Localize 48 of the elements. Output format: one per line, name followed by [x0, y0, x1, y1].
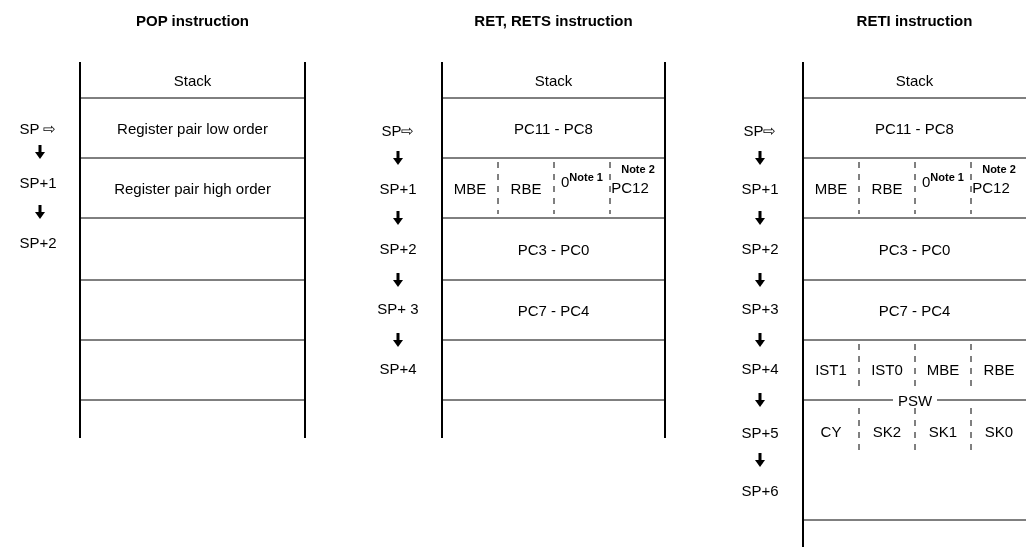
address-label: SP+1 [19, 174, 57, 190]
bit-name: IST0 [871, 361, 903, 377]
bit-name: RBE [510, 180, 542, 196]
column-heading: Stack [173, 72, 212, 88]
address-label: SP+1 [379, 180, 417, 196]
stack-entry: Register pair low order [117, 120, 268, 136]
address-label: SP+4 [741, 360, 779, 376]
stack-entry: PC3 - PC0 [878, 241, 951, 257]
pointer-label: SP⇨ [743, 122, 777, 138]
pointer-label: SP ⇨ [19, 120, 57, 136]
address-label: SP+5 [741, 424, 779, 440]
stack-entry: PC7 - PC4 [878, 302, 951, 318]
bit-name: MBE [926, 361, 960, 377]
bit-name: 0$^{Note 1}$ [922, 171, 964, 189]
bit-name: PC12 [972, 179, 1010, 195]
bit-name: RBE [871, 180, 903, 196]
stack-entry: PC11 - PC8 [514, 120, 593, 136]
bit-name: IST1 [815, 361, 847, 377]
address-label: SP+3 [741, 300, 779, 316]
bit-name: RBE [983, 361, 1015, 377]
bit-name: SK1 [928, 423, 958, 439]
stack-entry: Register pair high order [114, 180, 271, 196]
note-mark: Note 2 [621, 163, 655, 175]
panel-title: RET, RETS instruction [474, 12, 633, 28]
bit-name: 0$^{Note 1}$ [561, 171, 603, 189]
bit-name: SK0 [984, 423, 1014, 439]
note-mark: Note 2 [982, 163, 1016, 175]
bit-name: CY [820, 423, 842, 439]
bit-name: SK2 [872, 423, 902, 439]
bit-name: MBE [453, 180, 487, 196]
stack-entry: PC7 - PC4 [517, 302, 590, 318]
bit-name: MBE [814, 180, 848, 196]
stack-entry: PC11 - PC8 [875, 120, 954, 136]
address-label: SP+ 3 [377, 300, 419, 316]
address-label: SP+4 [379, 360, 417, 376]
address-label: SP+2 [379, 240, 417, 256]
address-label: SP+1 [741, 180, 779, 196]
address-label: SP+6 [741, 482, 779, 498]
pointer-label: SP⇨ [381, 122, 415, 138]
bit-name: PC12 [611, 179, 649, 195]
column-heading: Stack [534, 72, 573, 88]
column-heading: Stack [895, 72, 934, 88]
address-label: SP+2 [19, 234, 57, 250]
address-label: SP+2 [741, 240, 779, 256]
panel-title: RETI instruction [856, 12, 973, 28]
register-name: PSW [897, 392, 933, 408]
panel-title: POP instruction [135, 12, 250, 28]
stack-entry: PC3 - PC0 [517, 241, 590, 257]
